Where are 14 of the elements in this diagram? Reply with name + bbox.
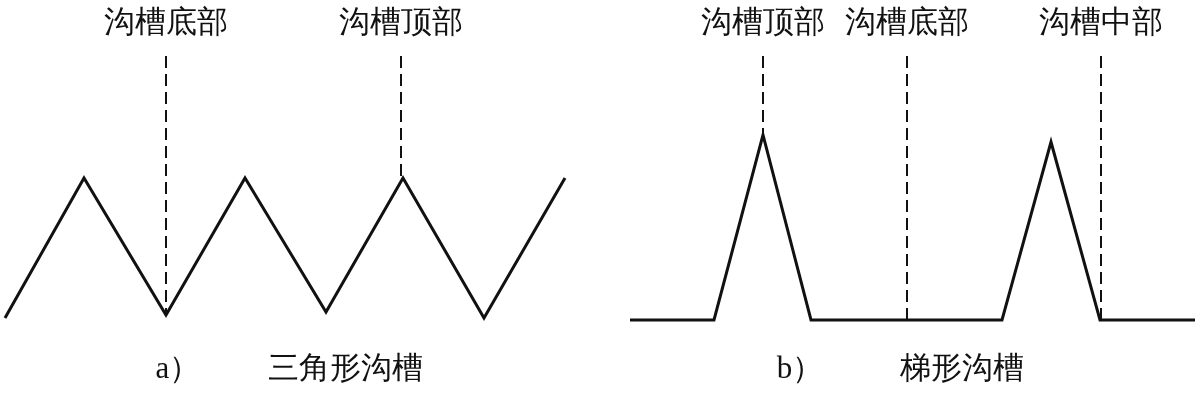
callout-label: 沟槽中部	[1039, 4, 1163, 40]
leader-line	[165, 55, 167, 316]
panel-letter: b）	[776, 350, 824, 386]
panel-caption: 梯形沟槽	[900, 350, 1024, 386]
callout-label: 沟槽底部	[845, 4, 969, 40]
panel-caption: 三角形沟槽	[267, 350, 423, 386]
callout-label: 沟槽顶部	[339, 4, 463, 40]
callout-label: 沟槽顶部	[701, 4, 825, 40]
leader-line	[400, 55, 402, 179]
leader-line	[906, 55, 908, 321]
panel-letter: a）	[155, 350, 201, 386]
leader-line	[1100, 55, 1102, 321]
leader-line	[762, 55, 764, 136]
callout-label: 沟槽底部	[104, 4, 228, 40]
